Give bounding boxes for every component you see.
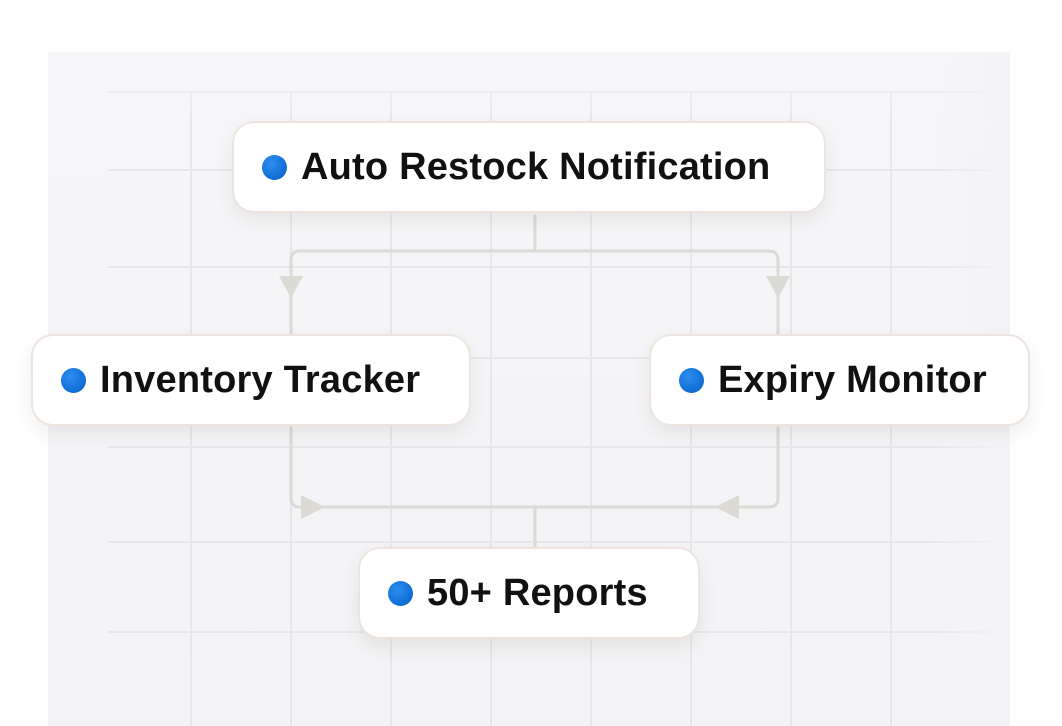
node-label: Inventory Tracker xyxy=(100,358,421,401)
blue-dot-icon xyxy=(388,580,413,606)
node-label: 50+ Reports xyxy=(427,571,648,614)
blue-dot-icon xyxy=(61,367,86,393)
node-50-plus-reports: 50+ Reports xyxy=(358,547,700,639)
node-label: Expiry Monitor xyxy=(718,358,987,401)
node-expiry-monitor: Expiry Monitor xyxy=(649,334,1030,426)
grid-top-fade xyxy=(48,52,1010,122)
node-auto-restock-notification: Auto Restock Notification xyxy=(232,121,826,213)
blue-dot-icon xyxy=(262,154,287,180)
node-inventory-tracker: Inventory Tracker xyxy=(31,334,471,426)
blue-dot-icon xyxy=(679,367,704,393)
node-label: Auto Restock Notification xyxy=(301,145,771,188)
